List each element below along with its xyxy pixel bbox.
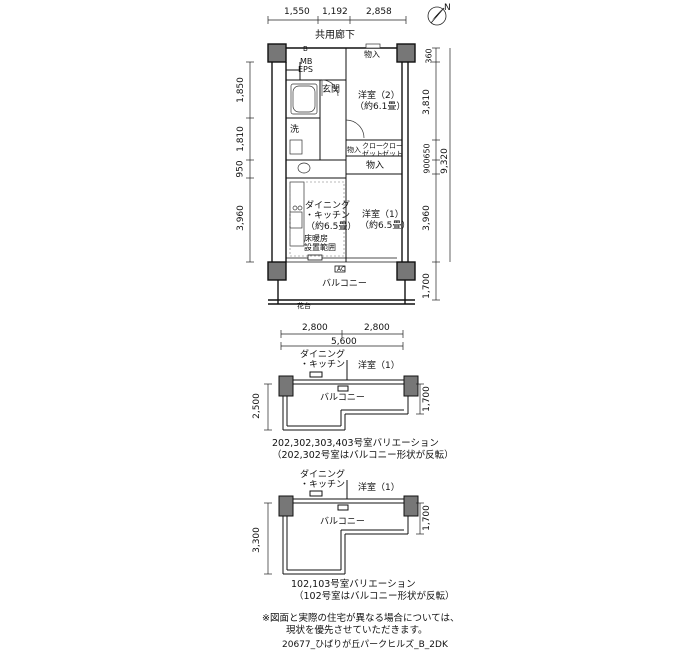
var2-caption1: 102,103号室バリエーション — [291, 579, 416, 590]
ac-label-main: AC — [337, 266, 346, 273]
var2-caption2: （102号室はバルコニー形状が反転） — [294, 591, 455, 602]
left-dimension-line — [246, 61, 254, 263]
right-total: 9,320 — [439, 148, 450, 174]
variation-2-dims — [264, 502, 424, 575]
mb-label: MB — [300, 57, 313, 66]
left-dim-3: 950 — [235, 160, 246, 178]
balcony-label: バルコニー — [322, 279, 367, 289]
var1-caption2: （202,302号室はバルコニー形状が反転） — [272, 450, 454, 461]
footer-label: 20677_ひばりが丘パークヒルズ_B_2DK — [282, 640, 448, 650]
right-dim-5: 3,960 — [421, 205, 432, 231]
var2-left-dim: 3,300 — [251, 527, 262, 553]
right-dim-6: 1,700 — [421, 273, 432, 299]
var1-dk-label: ダイニング ・キッチン — [300, 350, 346, 370]
variation-2-drawing — [278, 480, 419, 575]
dk-label: ダイニング ・キッチン — [305, 201, 351, 221]
closet1-label: クロー ゼット — [362, 142, 383, 158]
left-dim-1: 1,850 — [235, 77, 246, 103]
var1-left-dim: 2,500 — [251, 393, 262, 419]
var1-balcony-label: バルコニー — [320, 393, 365, 403]
right-dimension-line — [432, 47, 451, 301]
interior-walls — [286, 48, 402, 262]
left-dim-4: 3,960 — [235, 205, 246, 231]
note-line-2: 現状を優先させていただきます。 — [286, 625, 428, 636]
western2-size: （約6.1畳） — [355, 102, 406, 112]
mid-dim-1: 2,800 — [302, 323, 328, 333]
fixtures — [289, 43, 381, 247]
storage2-label: 物入 — [366, 161, 385, 171]
top-dim-3: 2,858 — [366, 7, 392, 17]
var2-right-dim: 1,700 — [421, 505, 432, 531]
note-line-1: ※図面と実際の住宅が異なる場合については、 — [262, 613, 460, 624]
storage-top-label: 物入 — [364, 50, 380, 59]
western1-label: 洋室（1） — [362, 210, 404, 220]
variation-1-drawing — [278, 360, 419, 431]
wash-label: 洗 — [290, 125, 300, 135]
var1-western-label: 洋室（1） — [358, 361, 400, 371]
right-dim-2: 3,810 — [421, 89, 432, 115]
right-dim-4: 650 — [422, 143, 432, 159]
mid-dim-2: 2,800 — [364, 323, 390, 333]
western1-size: （約6.5畳） — [360, 221, 411, 231]
dk-size: （約6.5畳） — [306, 222, 357, 232]
top-dimension-line — [267, 16, 407, 24]
right-dim-3: 900 — [422, 158, 432, 174]
top-dim-2: 1,192 — [322, 7, 348, 17]
top-dim-1: 1,550 — [284, 7, 310, 17]
var2-western-label: 洋室（1） — [358, 483, 400, 493]
right-dim-1: 360 — [424, 48, 434, 64]
western2-label: 洋室（2） — [358, 91, 400, 101]
balcony-windows — [286, 254, 397, 273]
var1-right-dim: 1,700 — [421, 386, 432, 412]
floor-heat-label: 床暖房 設置範囲 — [304, 234, 336, 252]
flower-label: 花台 — [297, 302, 311, 310]
middle-dimension-line — [280, 330, 404, 350]
var1-caption1: 202,302,303,403号室バリエーション — [272, 438, 439, 449]
eps-label: EPS — [298, 65, 313, 74]
mid-total: 5,600 — [331, 337, 357, 347]
corridor-label: 共用廊下 — [315, 30, 355, 41]
var2-balcony-label: バルコニー — [320, 517, 365, 527]
b-label: B — [303, 45, 308, 53]
variation-1-dims — [264, 383, 424, 431]
compass-icon — [427, 6, 447, 26]
compass-label: N — [444, 3, 451, 13]
var2-dk-label: ダイニング ・キッチン — [300, 470, 346, 490]
closet2-label: クロー ゼット — [382, 142, 403, 158]
left-dim-2: 1,810 — [235, 126, 246, 152]
mini-storage-label: 物入 — [347, 146, 361, 154]
genkan-label: 玄関 — [322, 85, 341, 95]
